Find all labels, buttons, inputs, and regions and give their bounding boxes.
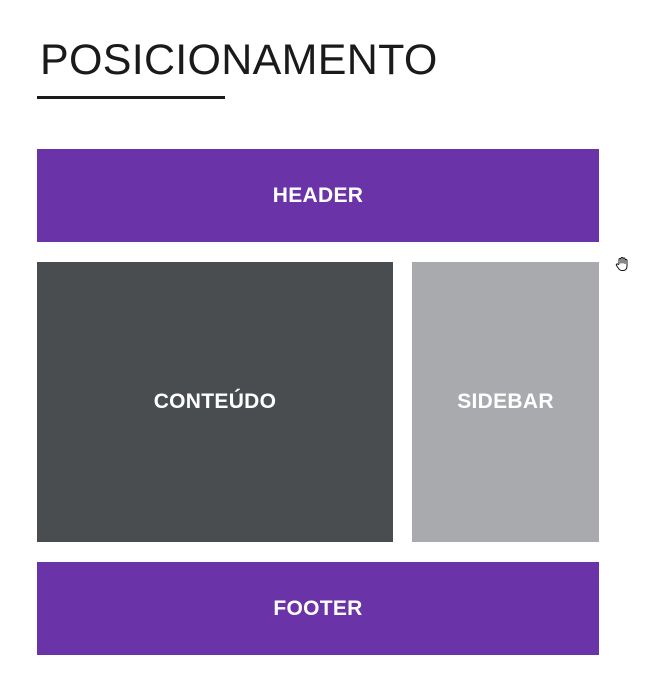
content-block: CONTEÚDO (37, 262, 393, 542)
title-underline (37, 96, 225, 99)
header-block: HEADER (37, 149, 599, 242)
sidebar-label: SIDEBAR (457, 390, 554, 413)
footer-label: FOOTER (273, 596, 363, 620)
page-title: POSICIONAMENTO (40, 36, 438, 84)
footer-block: FOOTER (37, 562, 599, 655)
sidebar-block: SIDEBAR (412, 262, 599, 542)
content-label: CONTEÚDO (153, 390, 277, 413)
header-label: HEADER (272, 183, 364, 207)
hand-cursor-icon (615, 257, 628, 271)
